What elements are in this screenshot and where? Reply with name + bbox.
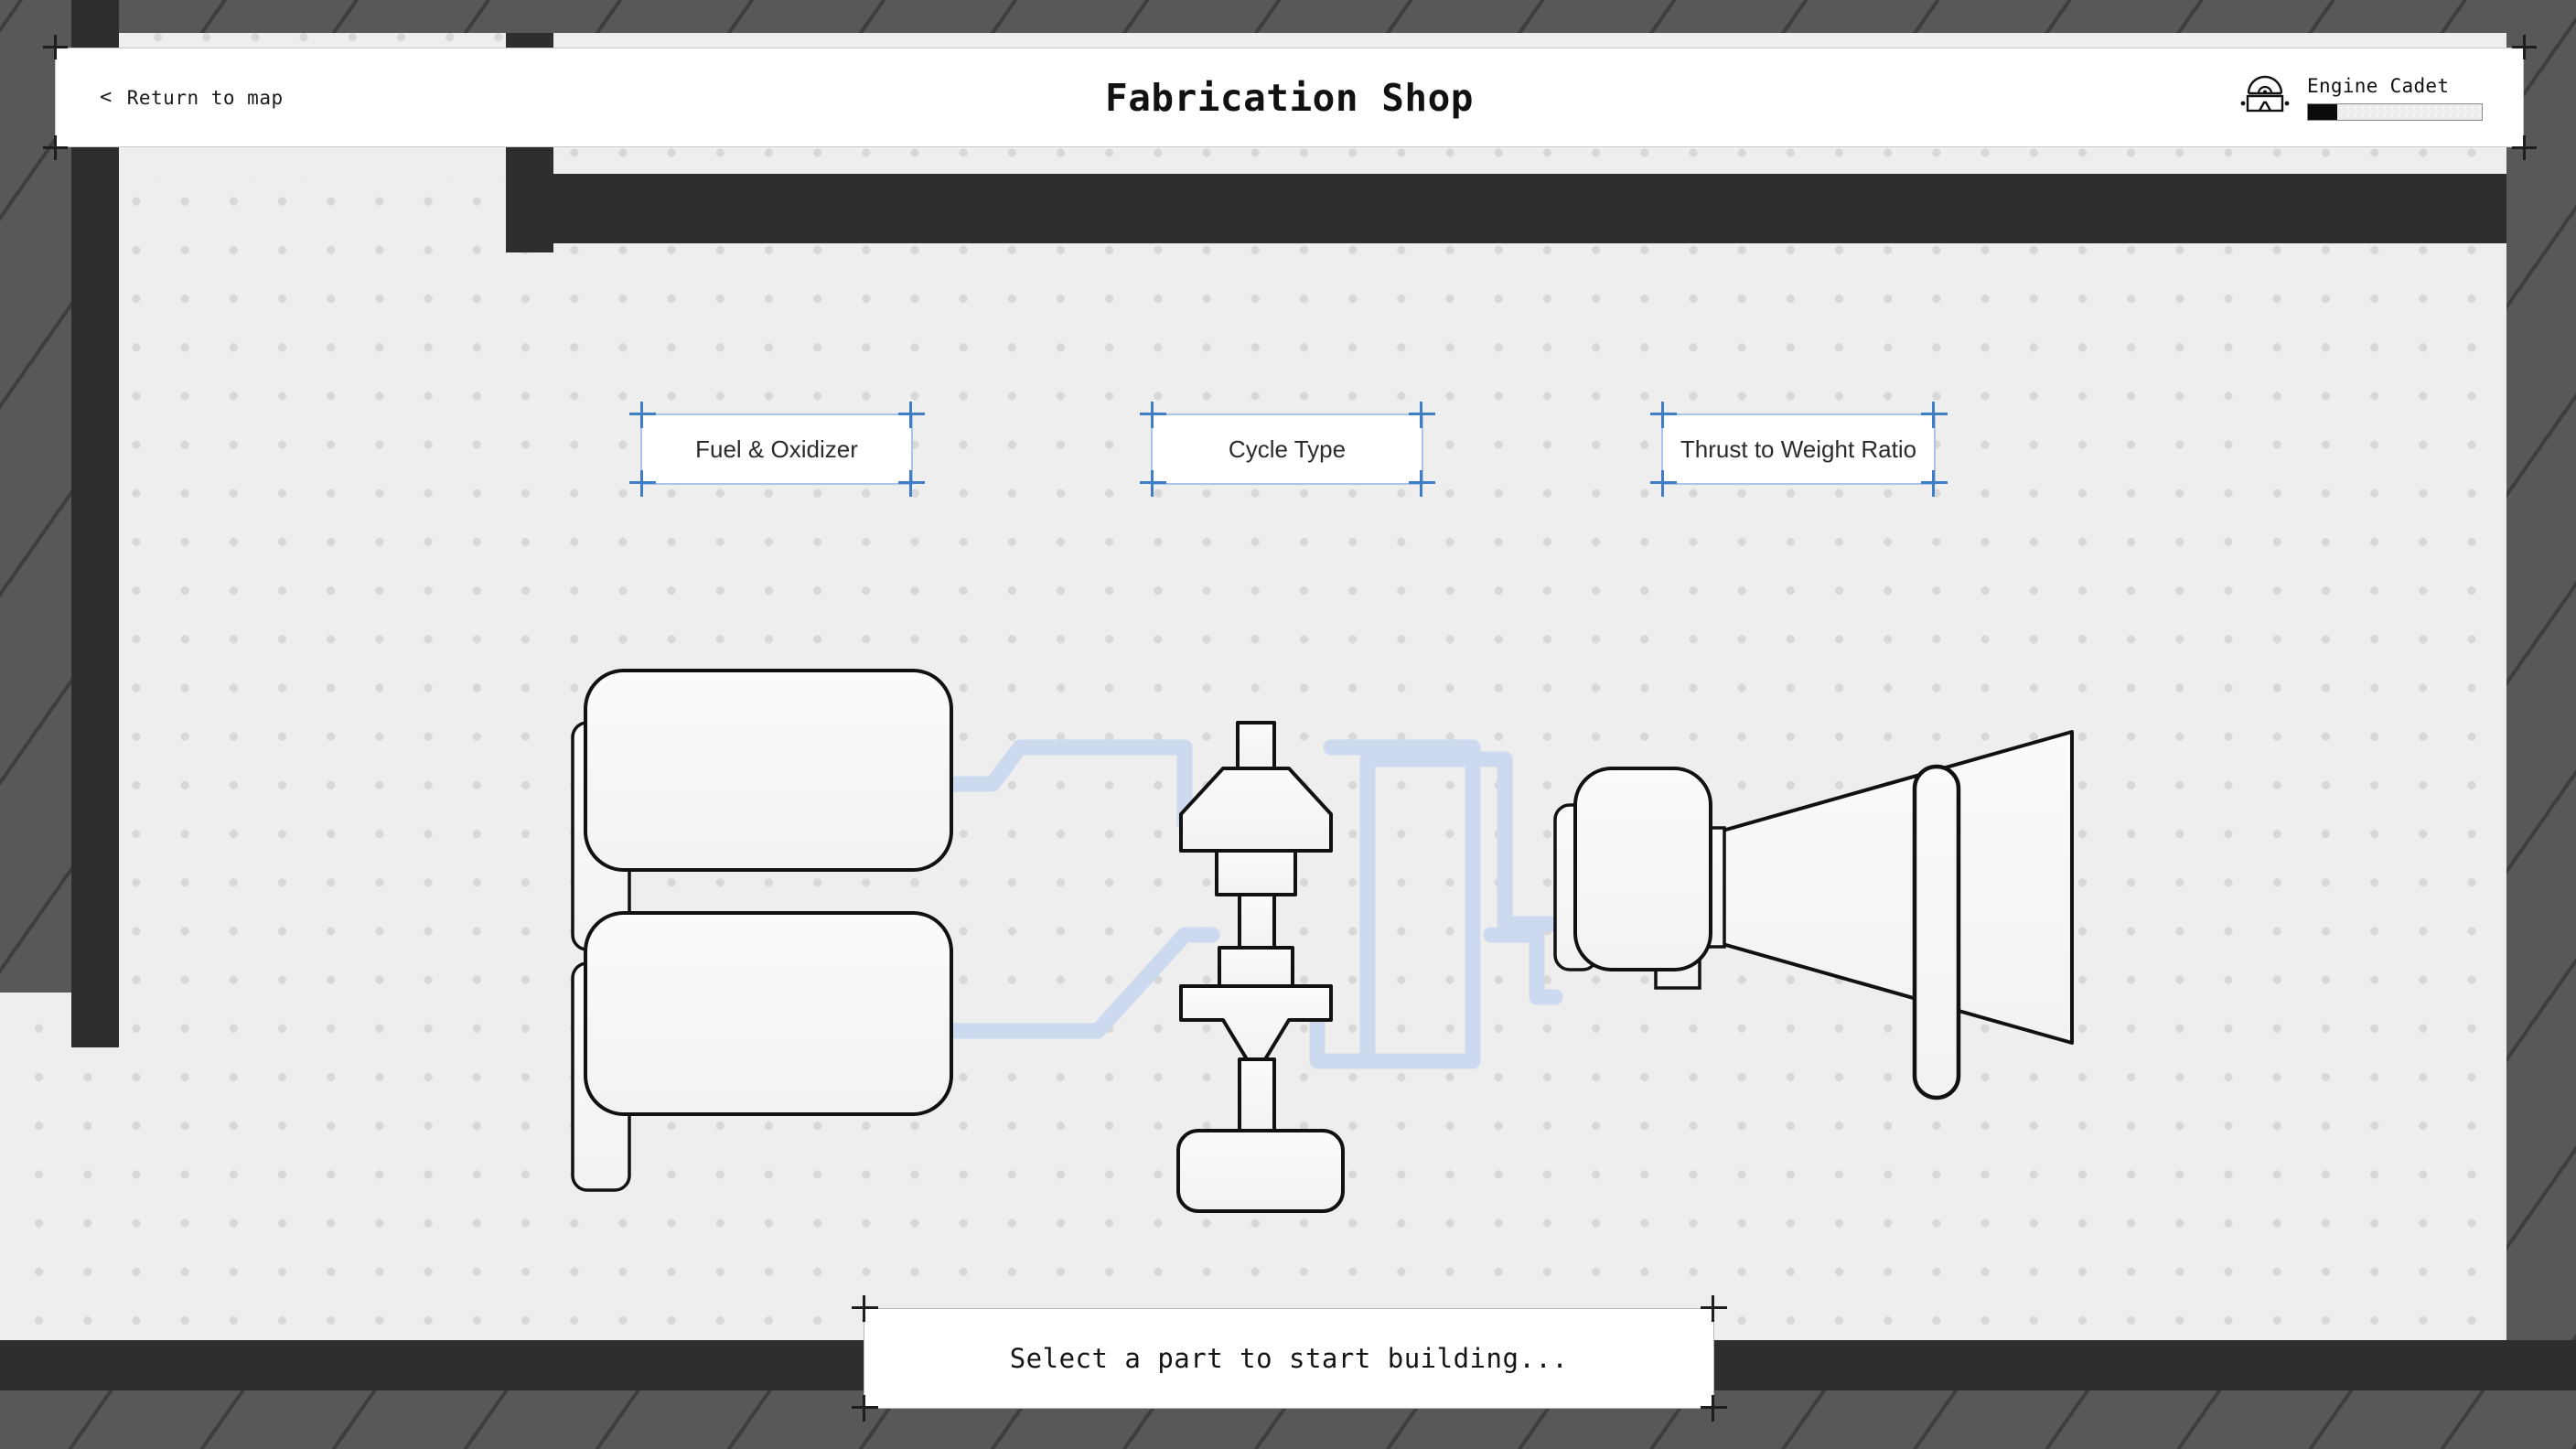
- part-chip-label: Cycle Type: [1228, 435, 1347, 463]
- part-chip-label: Thrust to Weight Ratio: [1680, 435, 1917, 463]
- wall-beam: [506, 174, 2576, 243]
- header-bar: < Return to map Fabrication Shop Engine …: [43, 35, 2537, 160]
- nozzle-stiffener-ring: [1912, 764, 1961, 1100]
- wall-column-left: [71, 0, 119, 1047]
- part-chip-fuel-oxidizer[interactable]: Fuel & Oxidizer: [629, 402, 925, 497]
- wall-right-edge: [2506, 18, 2576, 1340]
- wall-top-strip: [119, 0, 2576, 33]
- part-chip-cycle-type[interactable]: Cycle Type: [1140, 402, 1435, 497]
- wall-beam-stub: [506, 174, 553, 252]
- oxidizer-tank: [571, 911, 953, 1192]
- chevron-left-icon: <: [100, 85, 113, 109]
- return-to-map-button[interactable]: < Return to map: [100, 87, 284, 109]
- return-to-map-label: Return to map: [126, 86, 284, 109]
- combustion-chamber: [1553, 767, 1712, 971]
- floor-apron: [0, 1390, 2576, 1449]
- page-title: Fabrication Shop: [1105, 75, 1474, 120]
- turbopump: [1176, 721, 1345, 1213]
- status-message: Select a part to start building...: [1009, 1343, 1569, 1374]
- rocket-engine-schematic: [571, 669, 2074, 1213]
- rank-progress-bar: [2307, 102, 2483, 121]
- status-bar: Select a part to start building...: [852, 1295, 1727, 1422]
- rank-progress-fill: [2308, 103, 2338, 120]
- rank-block: Engine Cadet: [2239, 75, 2483, 121]
- rank-name: Engine Cadet: [2307, 74, 2450, 97]
- nozzle: [1714, 730, 2074, 1045]
- part-chip-label: Fuel & Oxidizer: [695, 435, 858, 463]
- fuel-tank: [571, 669, 953, 951]
- helmet-goggles-icon: [2239, 75, 2291, 120]
- part-chip-thrust-to-weight-ratio[interactable]: Thrust to Weight Ratio: [1650, 402, 1948, 497]
